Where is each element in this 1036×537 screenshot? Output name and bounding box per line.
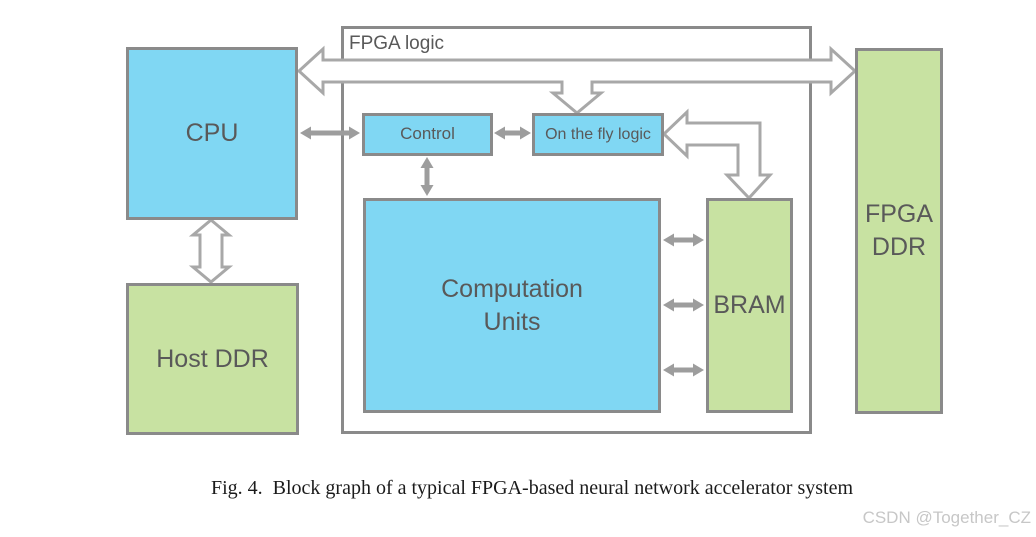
control-block: Control [362,113,493,156]
fpga-ddr-block: FPGA DDR [855,48,943,414]
fpga-logic-label: FPGA logic [349,33,445,54]
bram-block: BRAM [706,198,793,413]
cpu-hostddr-arrow [188,218,234,284]
fpga-logic-container-box [341,26,812,434]
watermark-text: CSDN @Together_CZ [862,508,1031,527]
computation-units-block: Computation Units [363,198,661,413]
host-ddr-block: Host DDR [126,283,299,435]
on-the-fly-logic-block: On the fly logic [532,113,664,156]
cpu-block: CPU [126,47,298,220]
figure-caption: Fig. 4. Block graph of a typical FPGA-ba… [210,477,854,499]
